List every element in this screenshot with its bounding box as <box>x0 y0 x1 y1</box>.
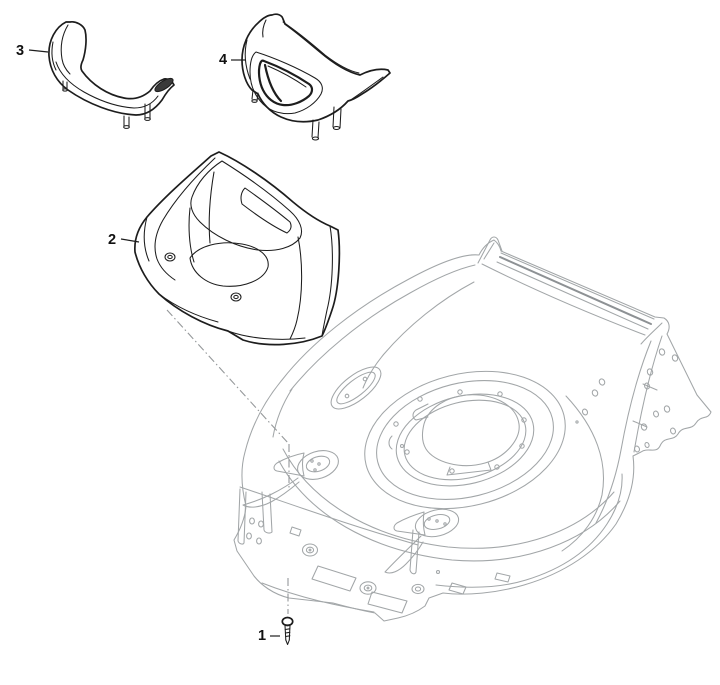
deck-rear-fin <box>477 236 503 264</box>
deck-housing-drawing <box>233 236 712 622</box>
callout-4[interactable]: 4 <box>218 52 228 68</box>
deck-right-bracket <box>384 508 460 575</box>
callout-1[interactable]: 1 <box>257 628 267 644</box>
part-3-bracket-drawing <box>48 21 175 129</box>
part-4-legs <box>251 89 342 141</box>
part-2-outline <box>134 151 341 346</box>
deck-oval-pad <box>330 366 382 410</box>
deck-left-bracket <box>242 450 339 534</box>
part-4-slot-hole <box>257 59 314 107</box>
part-2-floor-panel <box>189 242 269 287</box>
deck-rail-band <box>499 256 652 325</box>
part-3-outline <box>48 21 175 116</box>
callout-2[interactable]: 2 <box>107 232 117 248</box>
part-2-screw-holes <box>164 252 242 302</box>
part-1-screw-drawing <box>281 616 294 646</box>
screw-head <box>281 616 294 627</box>
part-4-recess-rim <box>249 51 323 115</box>
deck-center-opening <box>421 394 520 467</box>
assembly-centerlines <box>166 309 290 614</box>
part-3-legs <box>62 80 151 129</box>
part-4-bracket-drawing <box>241 13 391 141</box>
deck-center-rings <box>364 370 566 510</box>
part-2-cover-drawing <box>134 151 341 346</box>
front-plate-boss <box>301 543 425 595</box>
callout-3[interactable]: 3 <box>15 43 25 59</box>
deck-outline <box>233 239 712 622</box>
rear-plate-holes <box>575 348 679 453</box>
part-3-grip-pad <box>154 77 174 93</box>
callout-leader-lines <box>28 49 280 637</box>
